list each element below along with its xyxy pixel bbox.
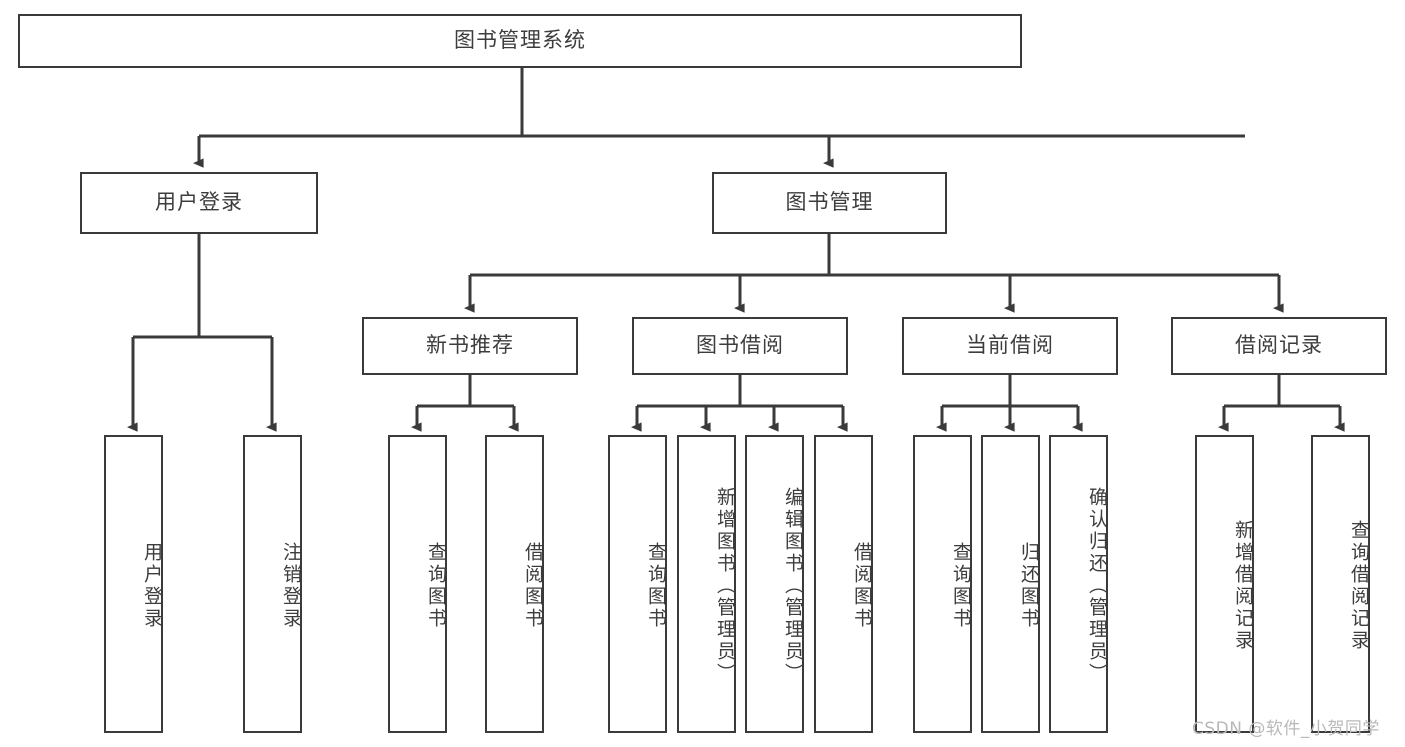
node-label: 图书管理 xyxy=(785,190,874,215)
node-label: 借阅记录 xyxy=(1235,333,1323,358)
node-label: 新增借阅记录 xyxy=(1232,520,1254,652)
node-label: 查询图书 xyxy=(425,542,447,630)
node-label: 查询图书 xyxy=(950,542,972,630)
node-leaf-return-book[interactable]: 归还图书 xyxy=(981,435,1040,733)
node-leaf-query-book-borrow[interactable]: 查询图书 xyxy=(608,435,667,733)
node-leaf-confirm-return-admin[interactable]: 确认归还（管理员） xyxy=(1049,435,1108,733)
node-book-borrowing[interactable]: 图书借阅 xyxy=(632,317,848,375)
node-label: 当前借阅 xyxy=(966,333,1054,358)
node-label: 归还图书 xyxy=(1018,542,1040,630)
node-leaf-edit-book-admin[interactable]: 编辑图书（管理员） xyxy=(745,435,804,733)
node-borrowing-record[interactable]: 借阅记录 xyxy=(1171,317,1387,375)
node-label: 确认归还（管理员） xyxy=(1086,487,1108,685)
node-label: 用户登录 xyxy=(141,542,163,630)
node-label: 新增图书（管理员） xyxy=(714,487,736,685)
node-label: 新书推荐 xyxy=(426,333,514,358)
node-label: 借阅图书 xyxy=(851,542,873,630)
node-leaf-user-login[interactable]: 用户登录 xyxy=(104,435,163,733)
node-root-book-management-system[interactable]: 图书管理系统 xyxy=(18,14,1022,68)
node-leaf-borrow-book[interactable]: 借阅图书 xyxy=(814,435,873,733)
node-leaf-add-borrow-record[interactable]: 新增借阅记录 xyxy=(1195,435,1254,733)
node-user-login[interactable]: 用户登录 xyxy=(80,172,318,234)
node-label: 编辑图书（管理员） xyxy=(782,487,804,685)
node-label: 图书借阅 xyxy=(696,333,784,358)
node-new-book-recommendation[interactable]: 新书推荐 xyxy=(362,317,578,375)
node-leaf-query-book-rec[interactable]: 查询图书 xyxy=(388,435,447,733)
node-label: 注销登录 xyxy=(280,542,302,630)
node-leaf-add-book-admin[interactable]: 新增图书（管理员） xyxy=(677,435,736,733)
node-leaf-user-logout[interactable]: 注销登录 xyxy=(243,435,302,733)
node-label: 用户登录 xyxy=(155,190,243,215)
node-label: 借阅图书 xyxy=(522,542,544,630)
node-leaf-query-borrow-record[interactable]: 查询借阅记录 xyxy=(1311,435,1370,733)
node-label: 图书管理系统 xyxy=(454,28,586,53)
watermark: CSDN @软件_小贺同学 xyxy=(1192,719,1380,739)
node-book-management[interactable]: 图书管理 xyxy=(712,172,947,234)
node-leaf-query-book-current[interactable]: 查询图书 xyxy=(913,435,972,733)
node-label: 查询图书 xyxy=(645,542,667,630)
node-current-borrowing[interactable]: 当前借阅 xyxy=(902,317,1118,375)
node-leaf-borrow-book-rec[interactable]: 借阅图书 xyxy=(485,435,544,733)
node-label: 查询借阅记录 xyxy=(1348,520,1370,652)
